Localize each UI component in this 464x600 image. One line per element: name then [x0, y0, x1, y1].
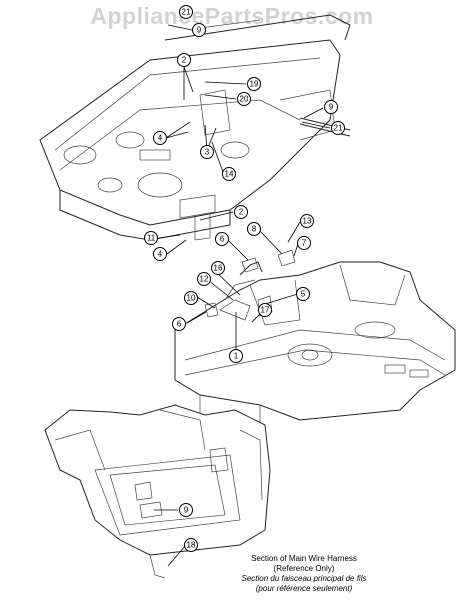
- callout[interactable]: 6: [172, 317, 186, 331]
- callout[interactable]: 18: [184, 538, 198, 552]
- callout[interactable]: 8: [247, 222, 261, 236]
- callout-label: 21: [334, 124, 343, 133]
- callout-label: 8: [252, 225, 257, 234]
- callout[interactable]: 1: [229, 349, 243, 363]
- callout-label: 13: [303, 217, 312, 226]
- upper-frame: [39, 14, 351, 241]
- callout-label: 12: [200, 275, 209, 284]
- callout-label: 1: [234, 352, 239, 361]
- callout-label: 2: [239, 208, 244, 217]
- callout-label: 4: [158, 134, 163, 143]
- caption-en-title: Section of Main Wire Harness: [251, 554, 357, 563]
- callout-label: 7: [302, 239, 307, 248]
- lower-frame: [44, 404, 271, 579]
- callout[interactable]: 6: [215, 232, 229, 246]
- callout[interactable]: 20: [237, 92, 251, 106]
- callout-label: 3: [205, 148, 210, 157]
- caption-fr-title: Section du faisceau principal de fils: [241, 574, 367, 583]
- callout[interactable]: 7: [297, 236, 311, 250]
- callout[interactable]: 21: [179, 5, 193, 19]
- middle-frame: [174, 249, 456, 426]
- callout-label: 2: [182, 56, 187, 65]
- callout[interactable]: 13: [300, 214, 314, 228]
- callout[interactable]: 4: [153, 131, 167, 145]
- caption-en-note: (Reference Only): [273, 564, 335, 573]
- callout[interactable]: 16: [211, 261, 225, 275]
- callout-label: 9: [197, 26, 202, 35]
- callout-label: 20: [240, 95, 249, 104]
- callout-label: 9: [329, 103, 334, 112]
- callout-label: 4: [158, 250, 163, 259]
- callout[interactable]: 9: [179, 503, 193, 517]
- callout[interactable]: 2: [234, 205, 248, 219]
- callout[interactable]: 11: [144, 231, 158, 245]
- callout-label: 10: [187, 294, 196, 303]
- callout[interactable]: 9: [192, 23, 206, 37]
- callout-label: 18: [187, 541, 196, 550]
- callout[interactable]: 2: [177, 53, 191, 67]
- callout-label: 14: [225, 170, 234, 179]
- callout[interactable]: 3: [200, 145, 214, 159]
- callout-label: 17: [261, 306, 270, 315]
- callout[interactable]: 10: [184, 291, 198, 305]
- harness-caption: Section of Main Wire Harness (Reference …: [214, 554, 394, 594]
- callout[interactable]: 9: [324, 100, 338, 114]
- callout[interactable]: 19: [247, 77, 261, 91]
- callout[interactable]: 4: [153, 247, 167, 261]
- callout[interactable]: 12: [197, 272, 211, 286]
- callout[interactable]: 17: [258, 303, 272, 317]
- callout-label: 6: [177, 320, 182, 329]
- callout-label: 21: [182, 8, 191, 17]
- callout-label: 19: [250, 80, 259, 89]
- callout-label: 11: [147, 234, 156, 243]
- callout-label: 9: [184, 506, 189, 515]
- callout-label: 6: [220, 235, 225, 244]
- callout-label: 16: [214, 264, 223, 273]
- callout[interactable]: 21: [331, 121, 345, 135]
- callout[interactable]: 5: [296, 287, 310, 301]
- callout[interactable]: 14: [222, 167, 236, 181]
- caption-fr-note: (pour référence seulement): [255, 584, 353, 593]
- callout-label: 5: [301, 290, 306, 299]
